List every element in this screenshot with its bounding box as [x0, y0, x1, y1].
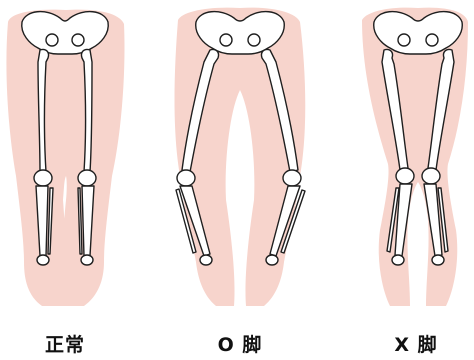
- o-legs-knee-right: [283, 170, 301, 186]
- panel-x-legs: [362, 8, 468, 306]
- label-o-legs: O 脚: [180, 330, 300, 357]
- normal-knee-left: [34, 170, 52, 186]
- x-legs-knee-right: [422, 168, 440, 184]
- label-normal: 正常: [5, 330, 125, 357]
- label-x-legs: X 脚: [356, 330, 474, 357]
- x-legs-knee-left: [396, 168, 414, 184]
- panel-normal: [6, 10, 124, 306]
- normal-knee-right: [78, 170, 96, 186]
- o-legs-knee-left: [177, 170, 195, 186]
- panel-o-legs: [175, 8, 306, 306]
